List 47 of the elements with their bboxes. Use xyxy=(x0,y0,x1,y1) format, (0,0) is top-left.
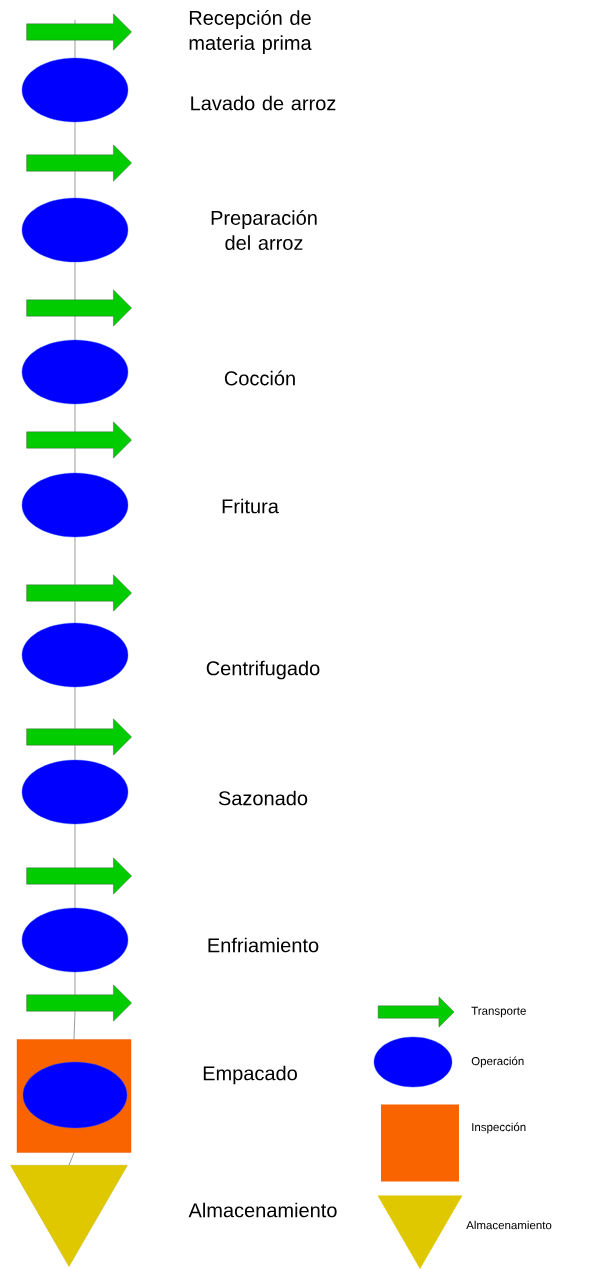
step-label: Almacenamiento xyxy=(188,1202,337,1218)
step-label: Empacado xyxy=(203,1065,297,1085)
step-label: Cocción xyxy=(224,370,295,386)
step-label: Lavado de arroz xyxy=(191,95,336,111)
transport-symbol xyxy=(26,144,132,182)
flow-line xyxy=(74,601,76,623)
transport-symbol xyxy=(26,574,132,612)
flow-line xyxy=(74,824,76,868)
operation-ellipse xyxy=(21,57,129,123)
transport-symbol xyxy=(26,984,132,1022)
flow-line xyxy=(73,1011,76,1040)
flow-line xyxy=(74,404,76,432)
flow-line xyxy=(74,537,76,585)
flow-line xyxy=(74,884,76,908)
flow-line xyxy=(74,687,76,729)
transport-symbol xyxy=(26,13,132,51)
flow-line xyxy=(74,40,76,58)
operation-ellipse xyxy=(21,472,129,538)
operation-ellipse xyxy=(21,759,129,825)
storage-triangle xyxy=(10,1165,128,1267)
operation-ellipse xyxy=(21,339,129,405)
step-label: Preparación del arroz xyxy=(211,210,317,250)
operation-ellipse xyxy=(21,907,129,973)
transport-symbol xyxy=(26,857,132,895)
flow-line xyxy=(74,316,76,340)
flow-line xyxy=(74,262,76,300)
flow-line xyxy=(74,171,76,198)
transport-symbol xyxy=(26,718,132,756)
operation-ellipse xyxy=(21,197,129,263)
flow-line xyxy=(74,972,76,995)
step-label: Recepción de materia prima xyxy=(189,10,312,54)
operation-ellipse xyxy=(21,622,129,688)
flow-line xyxy=(74,745,76,760)
step-label: Sazonado xyxy=(218,790,308,806)
transport-symbol xyxy=(26,289,132,327)
operation-ellipse xyxy=(22,1061,128,1129)
step-label: Enfriamiento xyxy=(208,937,319,953)
transport-symbol xyxy=(26,421,132,459)
step-label: Fritura xyxy=(222,498,279,514)
legend-label: Operación xyxy=(471,1056,524,1068)
legend-label: Almacenamiento xyxy=(466,1220,552,1230)
legend-label: Inspección xyxy=(472,1122,526,1134)
step-label: Centrifugado xyxy=(206,660,320,680)
flow-line xyxy=(74,122,76,155)
flow-line xyxy=(68,1152,75,1166)
flow-line xyxy=(74,448,76,473)
legend-label: Transporte xyxy=(471,1006,526,1018)
